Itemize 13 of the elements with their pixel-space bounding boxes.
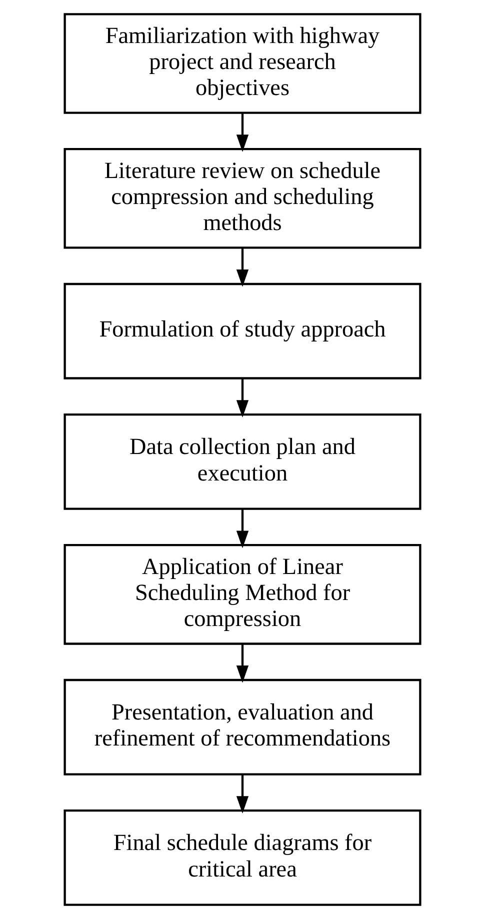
- arrow: [236, 248, 248, 287]
- node-box: Presentation, evaluation and refinement of recommendations: [63, 678, 421, 776]
- node-box: Formulation of study approach: [63, 282, 421, 380]
- node-box: Application of Linear Scheduling Method for compression: [63, 544, 421, 645]
- arrow: [236, 112, 248, 152]
- node-box: Familiarization with highway project and research objectives: [63, 13, 421, 114]
- node-box: Data collection plan and execution: [63, 413, 421, 510]
- arrow: [236, 774, 248, 814]
- arrow: [236, 378, 248, 418]
- arrow: [236, 644, 248, 683]
- node-box: Literature review on schedule compression and scheduling methods: [63, 148, 421, 249]
- arrow: [236, 508, 248, 548]
- node-box: Final schedule diagrams for critical area: [63, 809, 421, 906]
